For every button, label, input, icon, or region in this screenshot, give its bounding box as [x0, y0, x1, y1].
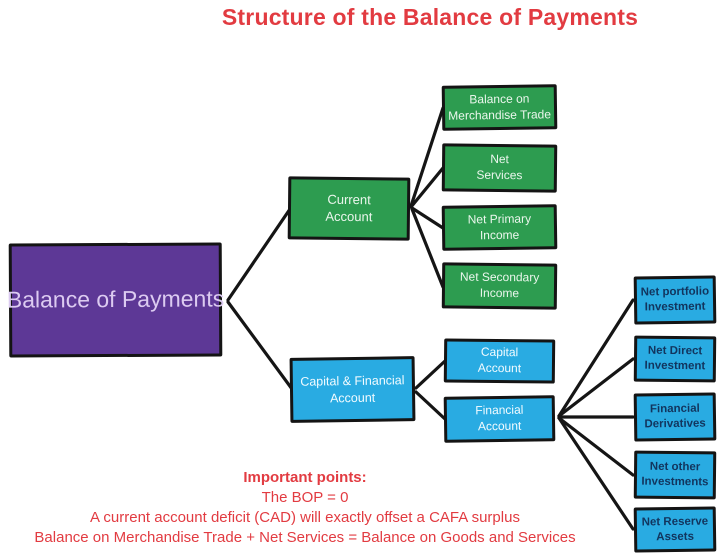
node-label: Net Primary Income: [467, 211, 532, 242]
node-balance-on-merchandise-trade: Balance on Merchandise Trade: [441, 84, 558, 131]
connector-line: [409, 166, 445, 209]
important-point-line: Balance on Merchandise Trade + Net Servi…: [34, 528, 576, 546]
node-capital-financial-account: Capital & Financial Account: [289, 356, 416, 423]
node-financial-derivatives: Financial Derivatives: [633, 392, 717, 442]
node-label: Capital Account: [477, 345, 522, 376]
important-point-line: The BOP = 0: [261, 488, 349, 506]
important-point-line: A current account deficit (CAD) will exa…: [90, 508, 520, 526]
connector-line: [226, 207, 292, 302]
node-net-reserve-assets: Net Reserve Assets: [633, 506, 717, 553]
connector-line: [414, 390, 447, 421]
node-financial-account: Financial Account: [443, 395, 556, 443]
node-label: Net Direct Investment: [644, 344, 706, 373]
node-label: Net other Investments: [641, 460, 709, 489]
connector-line: [226, 300, 294, 391]
connector-line: [414, 359, 447, 390]
node-label: Capital & Financial Account: [300, 373, 405, 405]
connector-line: [410, 207, 445, 289]
connector-line: [557, 357, 635, 418]
node-net-services: Net Services: [441, 143, 558, 193]
node-label: Net Secondary Income: [459, 269, 540, 301]
node-capital-account: Capital Account: [443, 338, 556, 384]
connector-line: [409, 106, 445, 208]
node-label: Net portfolio Investment: [640, 285, 710, 314]
node-label: Balance of Payments: [6, 285, 225, 313]
node-label: Net Services: [476, 152, 523, 183]
node-net-direct-investment: Net Direct Investment: [633, 335, 717, 383]
node-label: Financial Account: [475, 403, 524, 434]
node-net-portfolio-investment: Net portfolio Investment: [633, 275, 717, 325]
connector-line: [557, 416, 635, 477]
node-label: Net Reserve Assets: [641, 515, 709, 543]
node-balance-of-payments: Balance of Payments: [6, 242, 225, 358]
node-net-secondary-income: Net Secondary Income: [441, 262, 558, 310]
node-label: Current Account: [325, 191, 373, 224]
node-label: Financial Derivatives: [644, 402, 706, 431]
connector-line: [410, 206, 445, 230]
important-points-heading: Important points:: [243, 469, 367, 486]
node-current-account: Current Account: [287, 176, 411, 241]
node-label: Balance on Merchandise Trade: [448, 91, 552, 123]
node-net-primary-income: Net Primary Income: [441, 204, 558, 251]
important-points: Important points: The BOP = 0 A current …: [0, 468, 610, 548]
page-title: Structure of the Balance of Payments: [221, 4, 639, 30]
connector-line: [557, 298, 635, 418]
connector-line: [557, 416, 635, 531]
node-net-other-investments: Net other Investments: [633, 450, 717, 500]
